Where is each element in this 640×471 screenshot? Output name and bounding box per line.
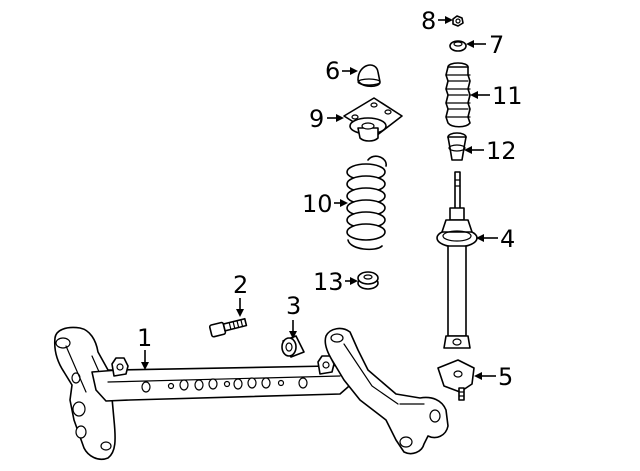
nut [452,15,464,27]
arrowhead [474,372,482,380]
arrowhead [236,309,244,317]
callout-2-label: 2 [233,271,248,299]
lower-mount [437,359,475,401]
arrowhead [350,277,358,285]
callout-1-label: 1 [137,324,152,352]
bump-stop [447,132,467,161]
arrowhead [340,199,348,207]
callout-9: 9 [309,105,344,133]
callout-4-label: 4 [500,225,515,253]
callout-12-label: 12 [486,137,517,165]
callout-7: 7 [466,31,504,59]
callout-6-label: 6 [325,57,340,85]
arrowhead [476,234,484,242]
callout-13: 13 [313,268,358,296]
shock-absorber [436,171,478,349]
coil-spring [346,155,387,251]
callout-5-label: 5 [498,363,513,391]
callout-4: 4 [476,225,515,253]
callout-11-label: 11 [492,82,523,110]
callout-1: 1 [137,324,152,370]
arrowhead [466,40,474,48]
callout-8: 8 [421,7,453,35]
bump-cap [357,64,381,88]
callout-8-label: 8 [421,7,436,35]
arrowhead [289,331,297,339]
arrowhead [464,146,472,154]
callout-10: 10 [302,190,348,218]
callout-3-label: 3 [286,292,301,320]
spring-pad [357,271,379,290]
callout-7-label: 7 [489,31,504,59]
callout-5: 5 [474,363,513,391]
callout-11: 11 [470,82,523,110]
bolt [208,317,248,338]
callout-10-label: 10 [302,190,333,218]
bushing [281,335,305,358]
arrowhead [141,362,149,370]
callout-12: 12 [464,137,517,165]
axle-crossmember [53,326,449,461]
arrowhead [336,114,344,122]
arrowhead [350,67,358,75]
arrowhead [445,16,453,24]
callout-13-label: 13 [313,268,344,296]
callout-9-label: 9 [309,105,324,133]
washer [449,40,467,52]
arrowhead [470,91,478,99]
dust-boot [445,62,471,128]
callout-2: 2 [233,271,248,317]
callout-3: 3 [286,292,301,339]
callout-6: 6 [325,57,358,85]
upper-mount [343,97,403,142]
